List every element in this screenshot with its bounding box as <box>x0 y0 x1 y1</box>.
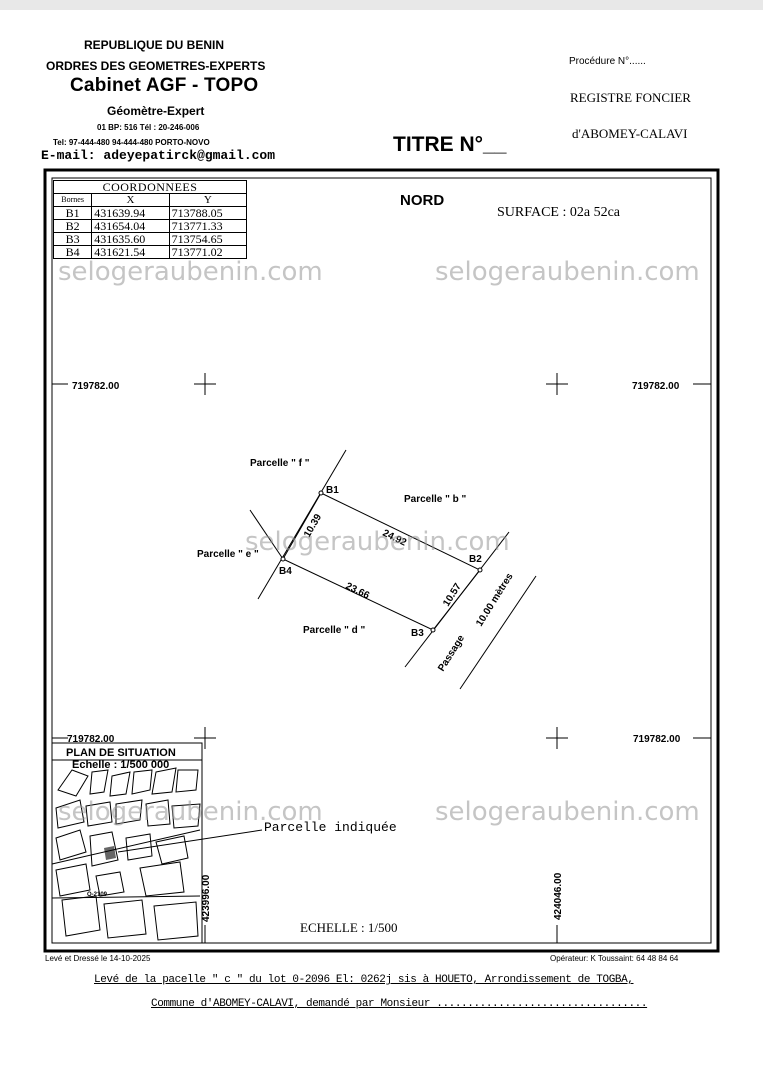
row-y: 713771.33 <box>168 219 248 233</box>
grid-label-top-left: 719782.00 <box>72 381 120 392</box>
table-row: B3 431635.60 713754.65 <box>52 232 248 246</box>
grid-label-bottom-right: 719782.00 <box>633 734 681 745</box>
passage-width: 10.00 mètres <box>474 571 516 629</box>
description-line1: Levé de la pacelle " c " du lot 0-2096 E… <box>94 974 634 986</box>
situation-scale: Echelle : 1/500 000 <box>72 759 169 771</box>
parcel-d-label: Parcelle " d " <box>303 625 366 636</box>
watermark-1: selogeraubenin.com <box>58 257 323 287</box>
borne-b2: B2 <box>469 554 482 565</box>
passage-label: Passage <box>436 633 467 674</box>
echelle-label: ECHELLE : 1/500 <box>300 920 398 935</box>
parcel-e-label: Parcelle " e " <box>197 549 259 560</box>
table-row: B4 431621.54 713771.02 <box>52 245 248 259</box>
parcelle-indiquee: Parcelle indiquée <box>264 820 397 835</box>
parcel-b-label: Parcelle " b " <box>404 494 467 505</box>
row-x: 431621.54 <box>91 245 170 259</box>
row-y: 713788.05 <box>168 206 248 220</box>
operateur: Opérateur: K Toussaint: 64 48 84 64 <box>550 954 679 963</box>
registre-foncier: REGISTRE FONCIER <box>570 90 691 105</box>
watermark-3: selogeraubenin.com <box>245 527 510 557</box>
situation-highlight <box>104 846 116 860</box>
leve-date: Levé et Dressé le 14-10-2025 <box>45 954 151 963</box>
row-borne: B3 <box>52 232 93 246</box>
table-row: B1 431639.94 713788.05 <box>52 206 248 220</box>
grid-x-left: 423996.00 <box>201 874 212 922</box>
watermark-5: selogeraubenin.com <box>435 797 700 827</box>
republic-title: REPUBLIQUE DU BENIN <box>84 38 225 52</box>
col-y: Y <box>168 193 248 207</box>
tel-line: Tel: 97-444-480 94-444-480 PORTO-NOVO <box>53 138 210 147</box>
col-x: X <box>91 193 170 207</box>
email-line: E-mail: adeyepatirck@gmail.com <box>41 148 276 163</box>
surface-label: SURFACE : 02a 52ca <box>497 205 621 220</box>
row-y: 713754.65 <box>168 232 248 246</box>
bp-line: 01 BP: 516 Tél : 20-246-006 <box>97 123 200 132</box>
order-title: ORDRES DES GEOMETRES-EXPERTS <box>46 59 266 73</box>
nord-label: NORD <box>400 192 444 209</box>
row-y: 713771.02 <box>168 245 248 259</box>
registre-commune: d'ABOMEY-CALAVI <box>572 126 688 141</box>
table-row: B2 431654.04 713771.33 <box>52 219 248 233</box>
borne-b4: B4 <box>279 566 292 577</box>
situation-title: PLAN DE SITUATION <box>66 747 176 759</box>
situation-road: O-2109 <box>87 892 108 898</box>
row-borne: B1 <box>52 206 93 220</box>
parcel-polygon <box>249 449 537 690</box>
description-line2: Commune d'ABOMEY-CALAVI, demandé par Mon… <box>151 998 648 1010</box>
row-x: 431639.94 <box>91 206 170 220</box>
row-borne: B4 <box>52 245 93 259</box>
parcel-f-label: Parcelle " f " <box>250 458 310 469</box>
watermark-4: selogeraubenin.com <box>58 797 323 827</box>
outer-frame <box>43 168 720 953</box>
borne-b1: B1 <box>326 485 339 496</box>
col-bornes: Bornes <box>52 193 93 207</box>
coordinates-title: COORDONNEES <box>53 180 247 194</box>
row-x: 431654.04 <box>91 219 170 233</box>
dim-b4-b3: 23.66 <box>344 581 372 602</box>
titre-number: TITRE N°__ <box>393 133 507 156</box>
row-x: 431635.60 <box>91 232 170 246</box>
row-borne: B2 <box>52 219 93 233</box>
coordinates-table: COORDONNEES Bornes X Y B1 431639.94 7137… <box>52 180 248 259</box>
grid-label-bottom-left: 719782.00 <box>67 734 115 745</box>
situation-plan <box>51 742 203 944</box>
situation-leader <box>117 829 263 853</box>
grid-x-right: 424046.00 <box>553 872 564 920</box>
procedure-number: Procédure N°...... <box>569 56 646 67</box>
top-strip <box>0 0 763 10</box>
grid-lines <box>52 373 711 943</box>
watermark-2: selogeraubenin.com <box>435 257 700 287</box>
role-title: Géomètre-Expert <box>107 104 205 118</box>
grid-label-top-right: 719782.00 <box>632 381 680 392</box>
inner-frame <box>51 177 712 944</box>
borne-markers <box>280 490 483 633</box>
borne-b3: B3 <box>411 628 424 639</box>
cabinet-name: Cabinet AGF - TOPO <box>70 75 259 96</box>
